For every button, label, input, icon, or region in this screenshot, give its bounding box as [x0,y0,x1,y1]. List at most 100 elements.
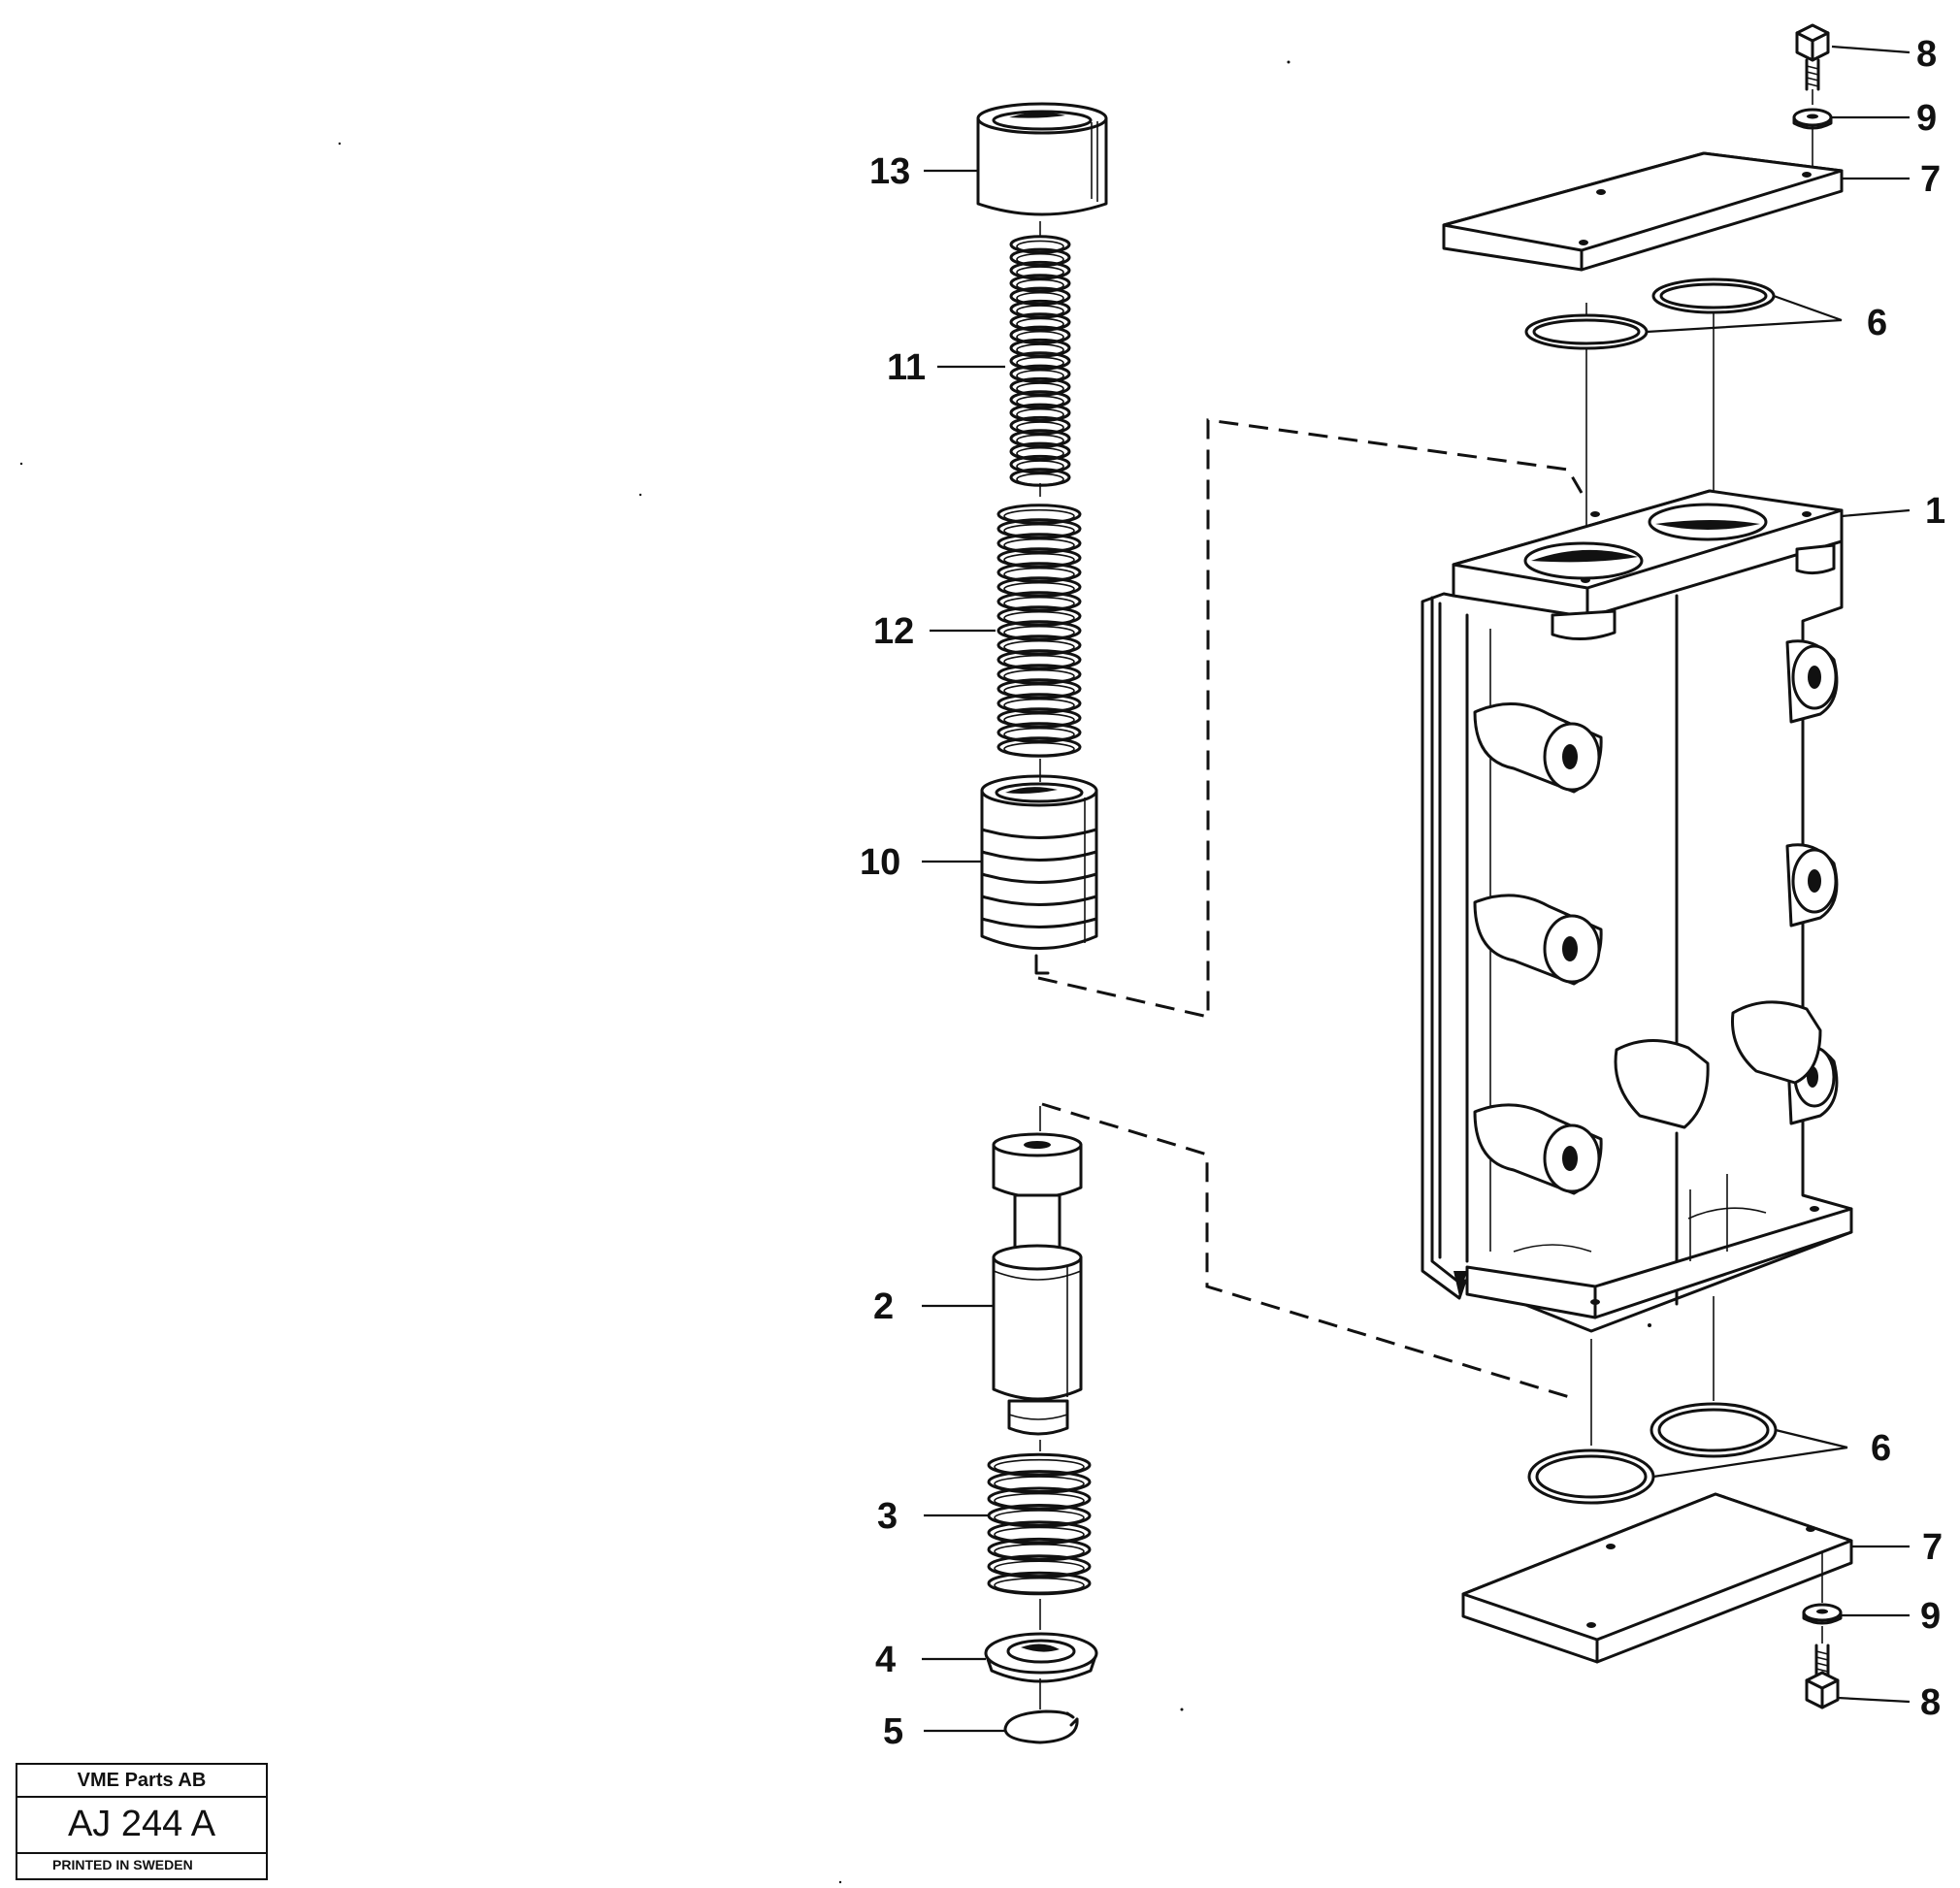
callout-7-bottom: 7 [1922,1527,1943,1568]
spring-coil [987,1520,1092,1546]
spring-coil-inner [994,1510,1085,1526]
spring-coil-inner [1003,567,1075,582]
spring-coil-inner [1016,395,1064,408]
spring-coil [987,1503,1092,1528]
part-11-spring [1009,235,1071,487]
spring-coil-inner [1016,460,1064,473]
spring-coil [996,562,1082,583]
part-7-cover-plate-bottom [1461,1492,1853,1664]
callout-6-top: 6 [1867,303,1887,343]
spring-coil [987,1452,1092,1478]
spring-coil-inner [1016,382,1064,396]
spring-coil-inner [994,1492,1085,1509]
spring-coil-inner [1016,305,1064,318]
spring-coil [996,605,1082,627]
part-5-circlip [1003,1709,1079,1744]
callout-10: 10 [860,842,900,883]
callout-5: 5 [883,1711,903,1752]
part-7-cover-plate-top [1442,151,1844,272]
spring-coil [987,1486,1092,1512]
callout-labels: 13 11 12 10 2 3 4 5 8 9 7 6 1 6 7 9 8 [860,34,1945,1752]
callout-12: 12 [873,611,914,652]
spring-coil [996,591,1082,612]
spring-coil-inner [1003,610,1075,626]
spring-coil-inner [1003,698,1075,713]
spring-coil-inner [994,1577,1085,1594]
spring-coil-inner [1003,523,1075,538]
spring-coil [996,547,1082,569]
spring-coil [996,620,1082,641]
spring-coil [987,1470,1092,1494]
spring-coil-inner [1016,356,1064,370]
part-9-washer-top [1792,108,1833,167]
spring-coil-inner [994,1458,1085,1476]
callout-7-top: 7 [1920,159,1941,200]
part-3-spring [987,1452,1092,1596]
spring-coil-inner [1003,639,1075,655]
spring-coil-inner [1003,668,1075,684]
spring-coil-inner [1016,240,1064,253]
callout-1: 1 [1925,491,1945,532]
title-block-company: VME Parts AB [17,1765,266,1798]
callout-11: 11 [887,347,926,388]
spring-coil [996,736,1082,758]
spring-coil [996,635,1082,656]
print-specks [19,60,1651,1884]
part-10-sleeve [980,774,1098,975]
part-13-cap [976,102,1108,216]
spring-coil-inner [1003,581,1075,597]
spring-coil-inner [1003,654,1075,669]
spring-coil-inner [1003,712,1075,728]
spring-coil [996,678,1082,700]
spring-coil-inner [1016,266,1064,279]
part-8-bolt-top [1795,23,1830,105]
spring-coil [996,518,1082,539]
callout-8-top: 8 [1916,34,1937,75]
callout-9-bottom: 9 [1920,1596,1941,1637]
title-block: VME Parts AB AJ 244 A PRINTED IN SWEDEN [16,1763,268,1880]
part-9-washer-bottom [1802,1552,1843,1625]
spring-coil-inner [1003,727,1075,742]
callout-13: 13 [869,151,910,192]
spring-coil-inner [1003,596,1075,611]
spring-coil [996,576,1082,598]
spring-coil-inner [1016,446,1064,460]
callout-3: 3 [877,1496,898,1537]
spring-coil [996,693,1082,714]
spring-coil-inner [1016,291,1064,305]
spring-coil-inner [1003,625,1075,640]
spring-coil-inner [994,1560,1085,1577]
part-2-spool [992,1132,1083,1436]
spring-coil-inner [1003,508,1075,524]
spring-coil [987,1571,1092,1596]
spring-coil [987,1554,1092,1579]
spring-coil [987,1537,1092,1562]
spring-coil-inner [1016,343,1064,357]
spring-coil-inner [1016,434,1064,447]
spring-coil-inner [1003,552,1075,568]
spring-coil-inner [1016,252,1064,266]
spring-coil [996,722,1082,743]
spring-coil-inner [1016,330,1064,343]
spring-coil-inner [1016,472,1064,486]
spring-coil-inner [994,1526,1085,1543]
title-block-printed-note: PRINTED IN SWEDEN [52,1857,193,1872]
leader-lines [922,45,1911,1733]
callout-2: 2 [873,1286,894,1327]
spring-coil [996,707,1082,729]
part-8-bolt-bottom [1805,1626,1840,1709]
part-6-o-rings-bottom [1527,1296,1778,1505]
callout-9-top: 9 [1916,98,1937,139]
spring-coil-inner [1016,317,1064,331]
spring-coil [996,649,1082,670]
spring-coil-inner [1016,407,1064,421]
assembly-dashed-lines [1037,418,1584,1401]
spring-coil-inner [1003,683,1075,699]
spring-coil-inner [994,1544,1085,1560]
spring-coil [996,504,1082,525]
callout-6-bottom: 6 [1871,1428,1891,1469]
title-block-drawing-code: AJ 244 A [17,1796,266,1854]
spring-coil [996,664,1082,685]
part-12-spring [996,504,1082,758]
